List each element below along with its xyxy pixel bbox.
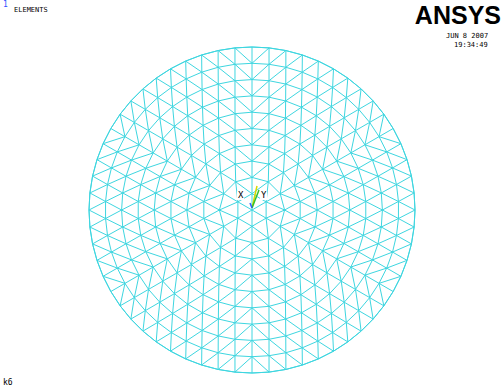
axis-line (250, 203, 252, 208)
mesh-boundary (89, 47, 415, 373)
axis-label: X (237, 191, 244, 200)
plot-title: ELEMENTS (14, 7, 48, 14)
logo-text: ANSYS (415, 3, 501, 28)
axis-line (252, 190, 259, 208)
window-number: 1 (3, 1, 8, 9)
plot-time: 19:34:49 (454, 42, 488, 49)
element-edges (89, 47, 415, 373)
plot-date: JUN 8 2007 (446, 33, 488, 40)
status-text: k6 (3, 379, 13, 387)
axis-triad (250, 186, 259, 208)
triangle-mesh (89, 47, 415, 373)
axis-label: Y (260, 191, 267, 200)
